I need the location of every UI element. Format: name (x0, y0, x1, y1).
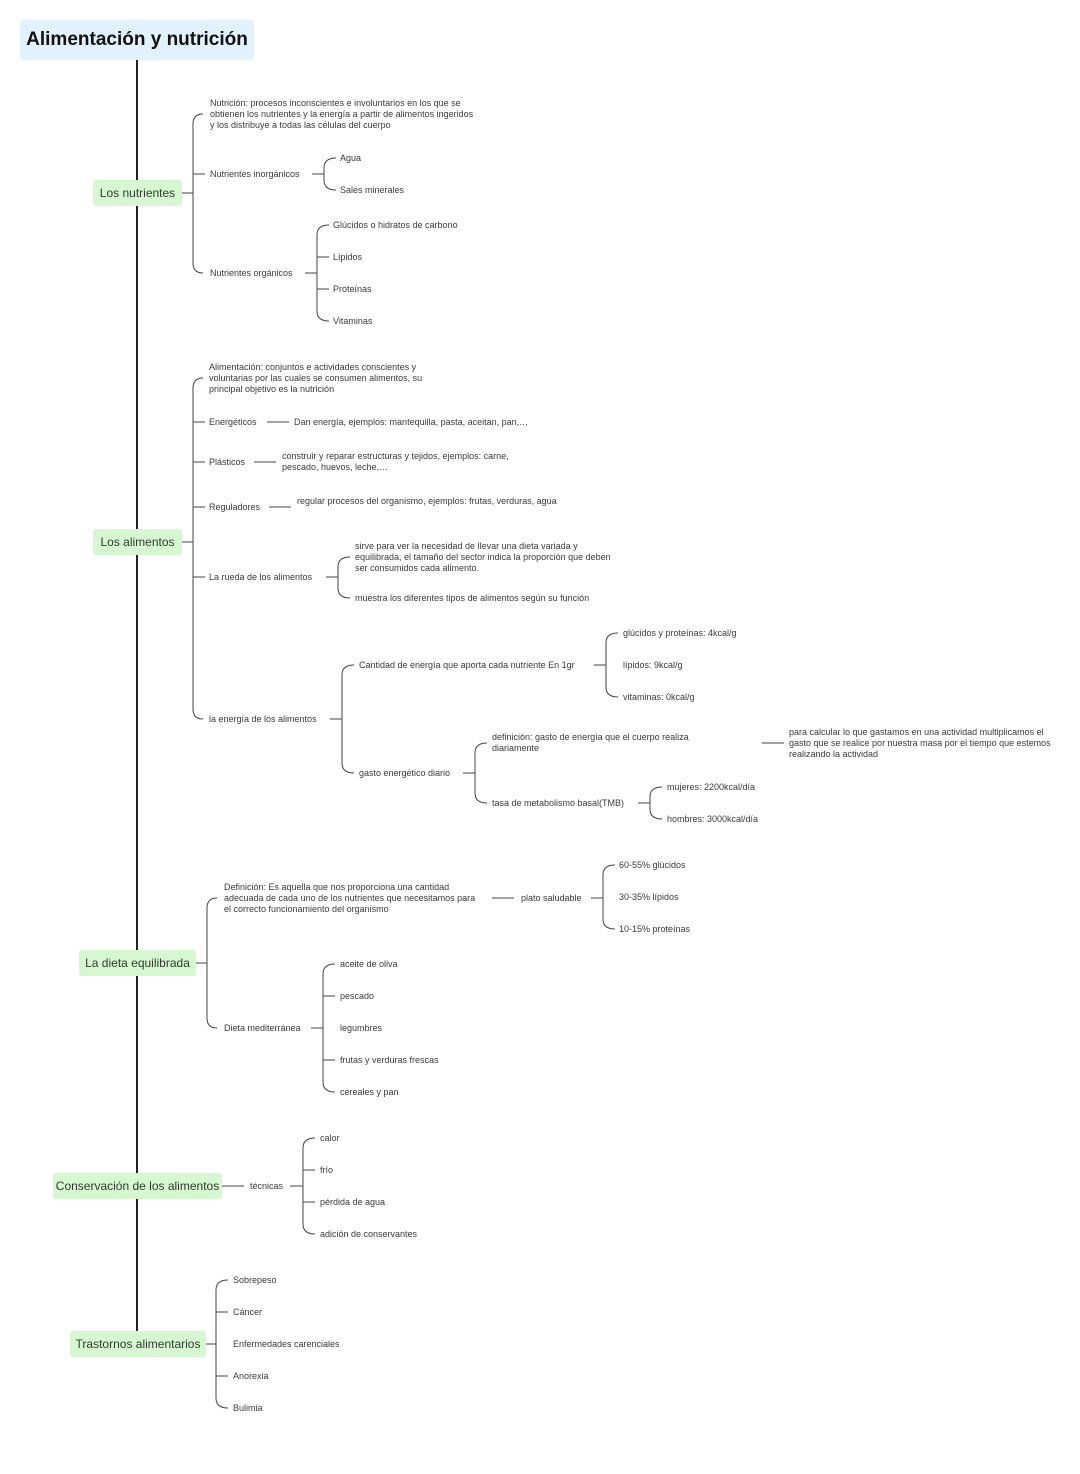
mediterranea-item: legumbres (340, 1023, 383, 1033)
energia-alimentos: la energía de los alimentos (209, 714, 317, 724)
plato-item: 10-15% proteínas (619, 924, 691, 934)
trastorno-item: Anorexia (233, 1371, 269, 1381)
mediterranea-item: pescado (340, 991, 375, 1001)
reguladores-desc: regular procesos del organismo, ejemplos… (297, 496, 557, 506)
energeticos: Energéticos (209, 417, 257, 427)
tmb: tasa de metabolismo basal(TMB) (492, 798, 625, 808)
gasto-definicion: definición: gasto de energía que el cuer… (492, 732, 689, 753)
topic-nutrientes[interactable]: Los nutrientes (93, 180, 182, 206)
trastorno-item: Sobrepeso (233, 1275, 277, 1285)
plato-item: 60-55% glúcidos (619, 860, 686, 870)
tecnica-item: frío (320, 1165, 334, 1175)
mediterranea-item: frutas y verduras frescas (340, 1055, 439, 1065)
trastorno-item: Bulimia (233, 1403, 263, 1413)
cantidad-energia: Cantidad de energía que aporta cada nutr… (359, 660, 575, 670)
inorganico-item: Sales minerales (340, 185, 405, 195)
topic-conservacion[interactable]: Conservación de los alimentos (53, 1173, 222, 1199)
inorganico-item: Agua (340, 153, 362, 163)
organico-item: Proteínas (333, 284, 372, 294)
trastorno-item: Cáncer (233, 1307, 263, 1317)
reguladores: Reguladores (209, 502, 261, 512)
plasticos: Plásticos (209, 457, 246, 467)
tecnica-item: pérdida de agua (320, 1197, 386, 1207)
gasto-energetico: gasto energético diario (359, 768, 451, 778)
nutricion-definition: Nutrición: procesos inconscientes e invo… (210, 98, 474, 130)
cantidad-item: lípidos: 9kcal/g (623, 660, 683, 670)
topic-dieta[interactable]: La dieta equilibrada (79, 950, 196, 976)
map-title: Alimentación y nutrición (20, 20, 254, 60)
rueda-item: muestra los diferentes tipos de alimento… (355, 593, 590, 603)
alimentacion-definition: Alimentación: conjuntos e actividades co… (209, 362, 423, 394)
mediterranea-item: cereales y pan (340, 1087, 399, 1097)
organico-item: Glúcidos o hidratos de carbono (333, 220, 458, 230)
mediterranea-item: aceite de oliva (340, 959, 398, 969)
nutrientes-organicos: Nutrientes orgánicos (210, 268, 293, 278)
tecnicas: técnicas (250, 1181, 284, 1191)
tmb-item: mujeres: 2200kcal/día (667, 782, 756, 792)
topic-trastornos[interactable]: Trastornos alimentarios (70, 1331, 206, 1357)
topic-alimentos[interactable]: Los alimentos (93, 529, 182, 555)
plasticos-desc: construir y reparar estructuras y tejido… (282, 451, 509, 472)
trastorno-item: Enfermedades carenciales (233, 1339, 340, 1349)
plato-item: 30-35% lípidos (619, 892, 679, 902)
dieta-definition: Definición: Es aquella que nos proporcio… (224, 882, 476, 914)
nutrientes-inorganicos: Nutrientes inorgánicos (210, 169, 300, 179)
rueda-alimentos: La rueda de los alimentos (209, 572, 313, 582)
tmb-item: hombres: 3000kcal/día (667, 814, 759, 824)
cantidad-item: glúcidos y proteínas: 4kcal/g (623, 628, 737, 638)
energeticos-desc: Dan energía, ejemplos: mantequilla, past… (294, 417, 529, 427)
gasto-calculo: para calcular lo que gastamos en una act… (789, 727, 1051, 759)
dieta-mediterranea: Dieta mediterránea (224, 1023, 301, 1033)
tecnica-item: calor (320, 1133, 340, 1143)
organico-item: Lípidos (333, 252, 363, 262)
plato-saludable: plato saludable (521, 893, 582, 903)
tecnica-item: adición de conservantes (320, 1229, 418, 1239)
cantidad-item: vitaminas: 0kcal/g (623, 692, 695, 702)
organico-item: Vitaminas (333, 316, 373, 326)
rueda-item: sirve para ver la necesidad de llevar un… (355, 541, 611, 573)
